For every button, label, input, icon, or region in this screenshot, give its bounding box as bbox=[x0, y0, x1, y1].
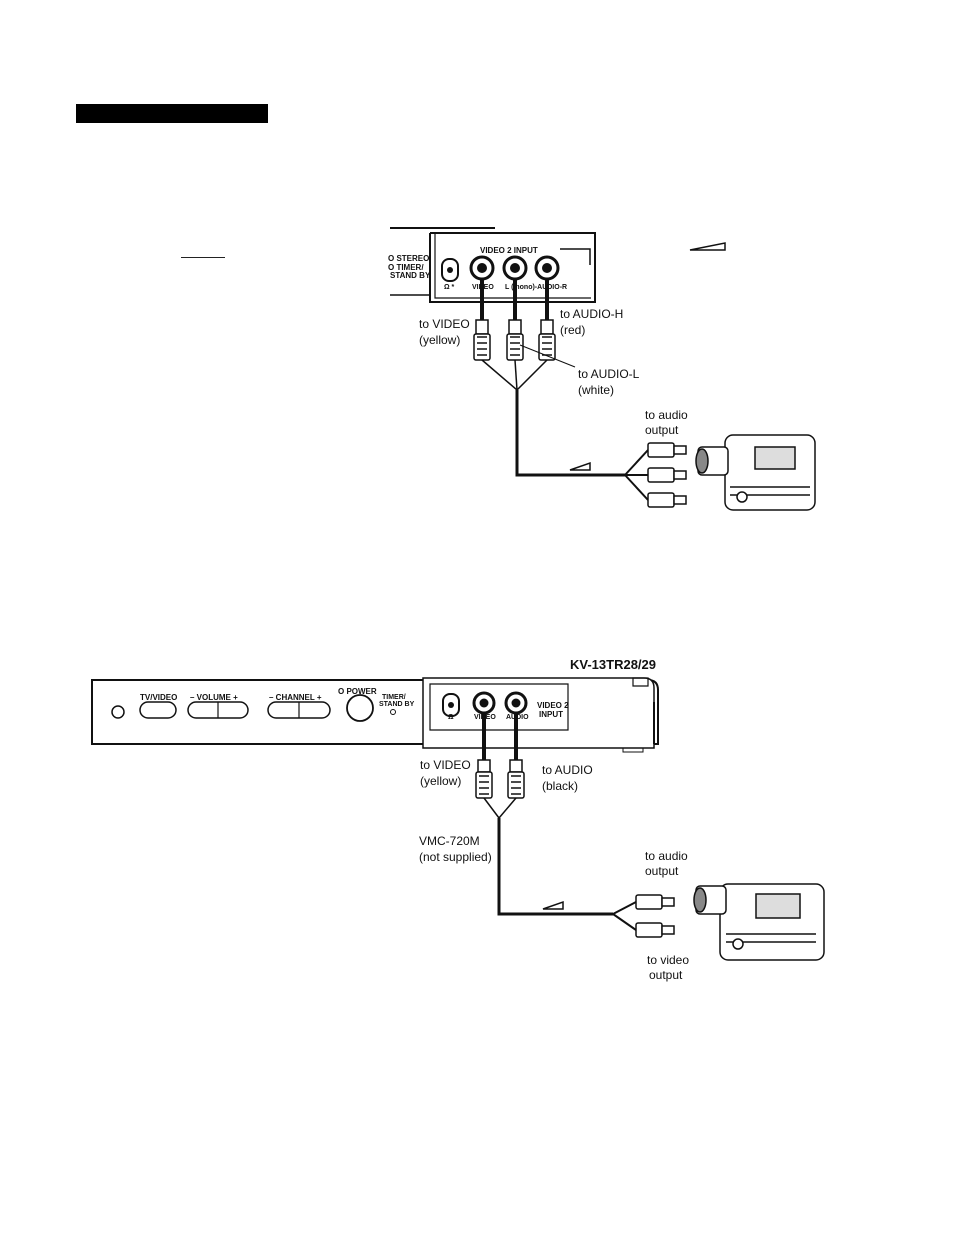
top-to-audio-l-label: to AUDIO-L bbox=[578, 367, 640, 381]
top-jack-video-label: VIDEO bbox=[472, 284, 494, 291]
top-arrow-icon bbox=[569, 242, 726, 471]
bottom-black-label: (black) bbox=[542, 779, 579, 793]
top-jack-audio-label: L (mono)-AUDIO-R bbox=[505, 284, 568, 291]
top-video2-input-label: VIDEO 2 INPUT bbox=[480, 246, 538, 255]
bottom-to-audio-label: to AUDIO bbox=[542, 763, 593, 777]
bottom-audio-output-label-1: to audio bbox=[645, 849, 688, 863]
top-headphone-label: Ω * bbox=[444, 284, 455, 291]
top-audio-output-label-2: output bbox=[645, 423, 679, 437]
bottom-headphone-label: Ω bbox=[448, 714, 454, 721]
top-standby-label: STAND BY bbox=[390, 271, 431, 280]
top-yellow-label: (yellow) bbox=[419, 333, 461, 347]
cable-model-label: VMC-720M bbox=[419, 834, 480, 848]
bottom-joined-cable bbox=[483, 797, 637, 931]
top-stereo-label: O STEREO bbox=[388, 254, 430, 263]
channel-label: – CHANNEL + bbox=[269, 693, 322, 702]
top-audio-l-jack bbox=[502, 255, 528, 281]
top-audio-output-label-1: to audio bbox=[645, 408, 688, 422]
bottom-camcorder-plugs bbox=[635, 894, 675, 938]
top-tv-panel bbox=[390, 227, 596, 303]
not-supplied-label: (not supplied) bbox=[419, 850, 492, 864]
section-header-bar bbox=[76, 104, 268, 123]
bottom-sensor-icon bbox=[111, 705, 125, 719]
standby-label: STAND BY bbox=[379, 701, 415, 708]
bottom-video2-label: VIDEO 2 bbox=[537, 701, 569, 710]
bottom-tv-front-panel bbox=[91, 677, 659, 753]
top-cable-lines bbox=[480, 279, 549, 320]
bottom-input-label: INPUT bbox=[539, 710, 563, 719]
underline-mark bbox=[181, 257, 225, 258]
bottom-video-output-label-2: output bbox=[649, 968, 683, 982]
top-white-label: (white) bbox=[578, 383, 615, 397]
top-camcorder-icon bbox=[695, 434, 816, 511]
top-timer-label: O TIMER/ bbox=[388, 263, 424, 272]
bottom-jack-video-label: VIDEO bbox=[474, 714, 496, 721]
power-label: O POWER bbox=[338, 687, 377, 696]
bottom-plugs bbox=[475, 759, 525, 799]
bottom-video-output-label-1: to video bbox=[647, 953, 690, 967]
bottom-cable-lines bbox=[482, 713, 518, 760]
top-to-video-label: to VIDEO bbox=[419, 317, 470, 331]
tv-video-button-shape bbox=[139, 701, 177, 719]
bottom-jack-audio-label: AUDIO bbox=[506, 714, 529, 721]
top-camcorder-plugs bbox=[647, 442, 687, 508]
bottom-to-video-label: to VIDEO bbox=[420, 758, 471, 772]
volume-label: – VOLUME + bbox=[190, 693, 238, 702]
top-audio-r-jack bbox=[534, 255, 560, 281]
bottom-headphone-jack-icon bbox=[442, 693, 460, 717]
tv-video-label: TV/VIDEO bbox=[140, 693, 178, 702]
timer-label: TIMER/ bbox=[382, 694, 406, 701]
top-connection-diagram bbox=[390, 227, 816, 511]
top-to-audio-r-label: to AUDIO-H bbox=[560, 307, 624, 321]
bottom-connection-diagram bbox=[91, 677, 825, 961]
top-plugs bbox=[473, 319, 556, 361]
top-joined-cable bbox=[481, 359, 649, 501]
top-headphone-jack-icon bbox=[441, 258, 459, 282]
bottom-yellow-label: (yellow) bbox=[420, 774, 462, 788]
top-video-jack bbox=[469, 255, 495, 281]
top-red-label: (red) bbox=[560, 323, 586, 337]
power-button-shape bbox=[346, 694, 374, 722]
bottom-camcorder-icon bbox=[693, 883, 825, 961]
bottom-arrow-icon bbox=[542, 900, 564, 910]
bottom-audio-output-label-2: output bbox=[645, 864, 679, 878]
model-number-label: KV-13TR28/29 bbox=[570, 657, 656, 672]
